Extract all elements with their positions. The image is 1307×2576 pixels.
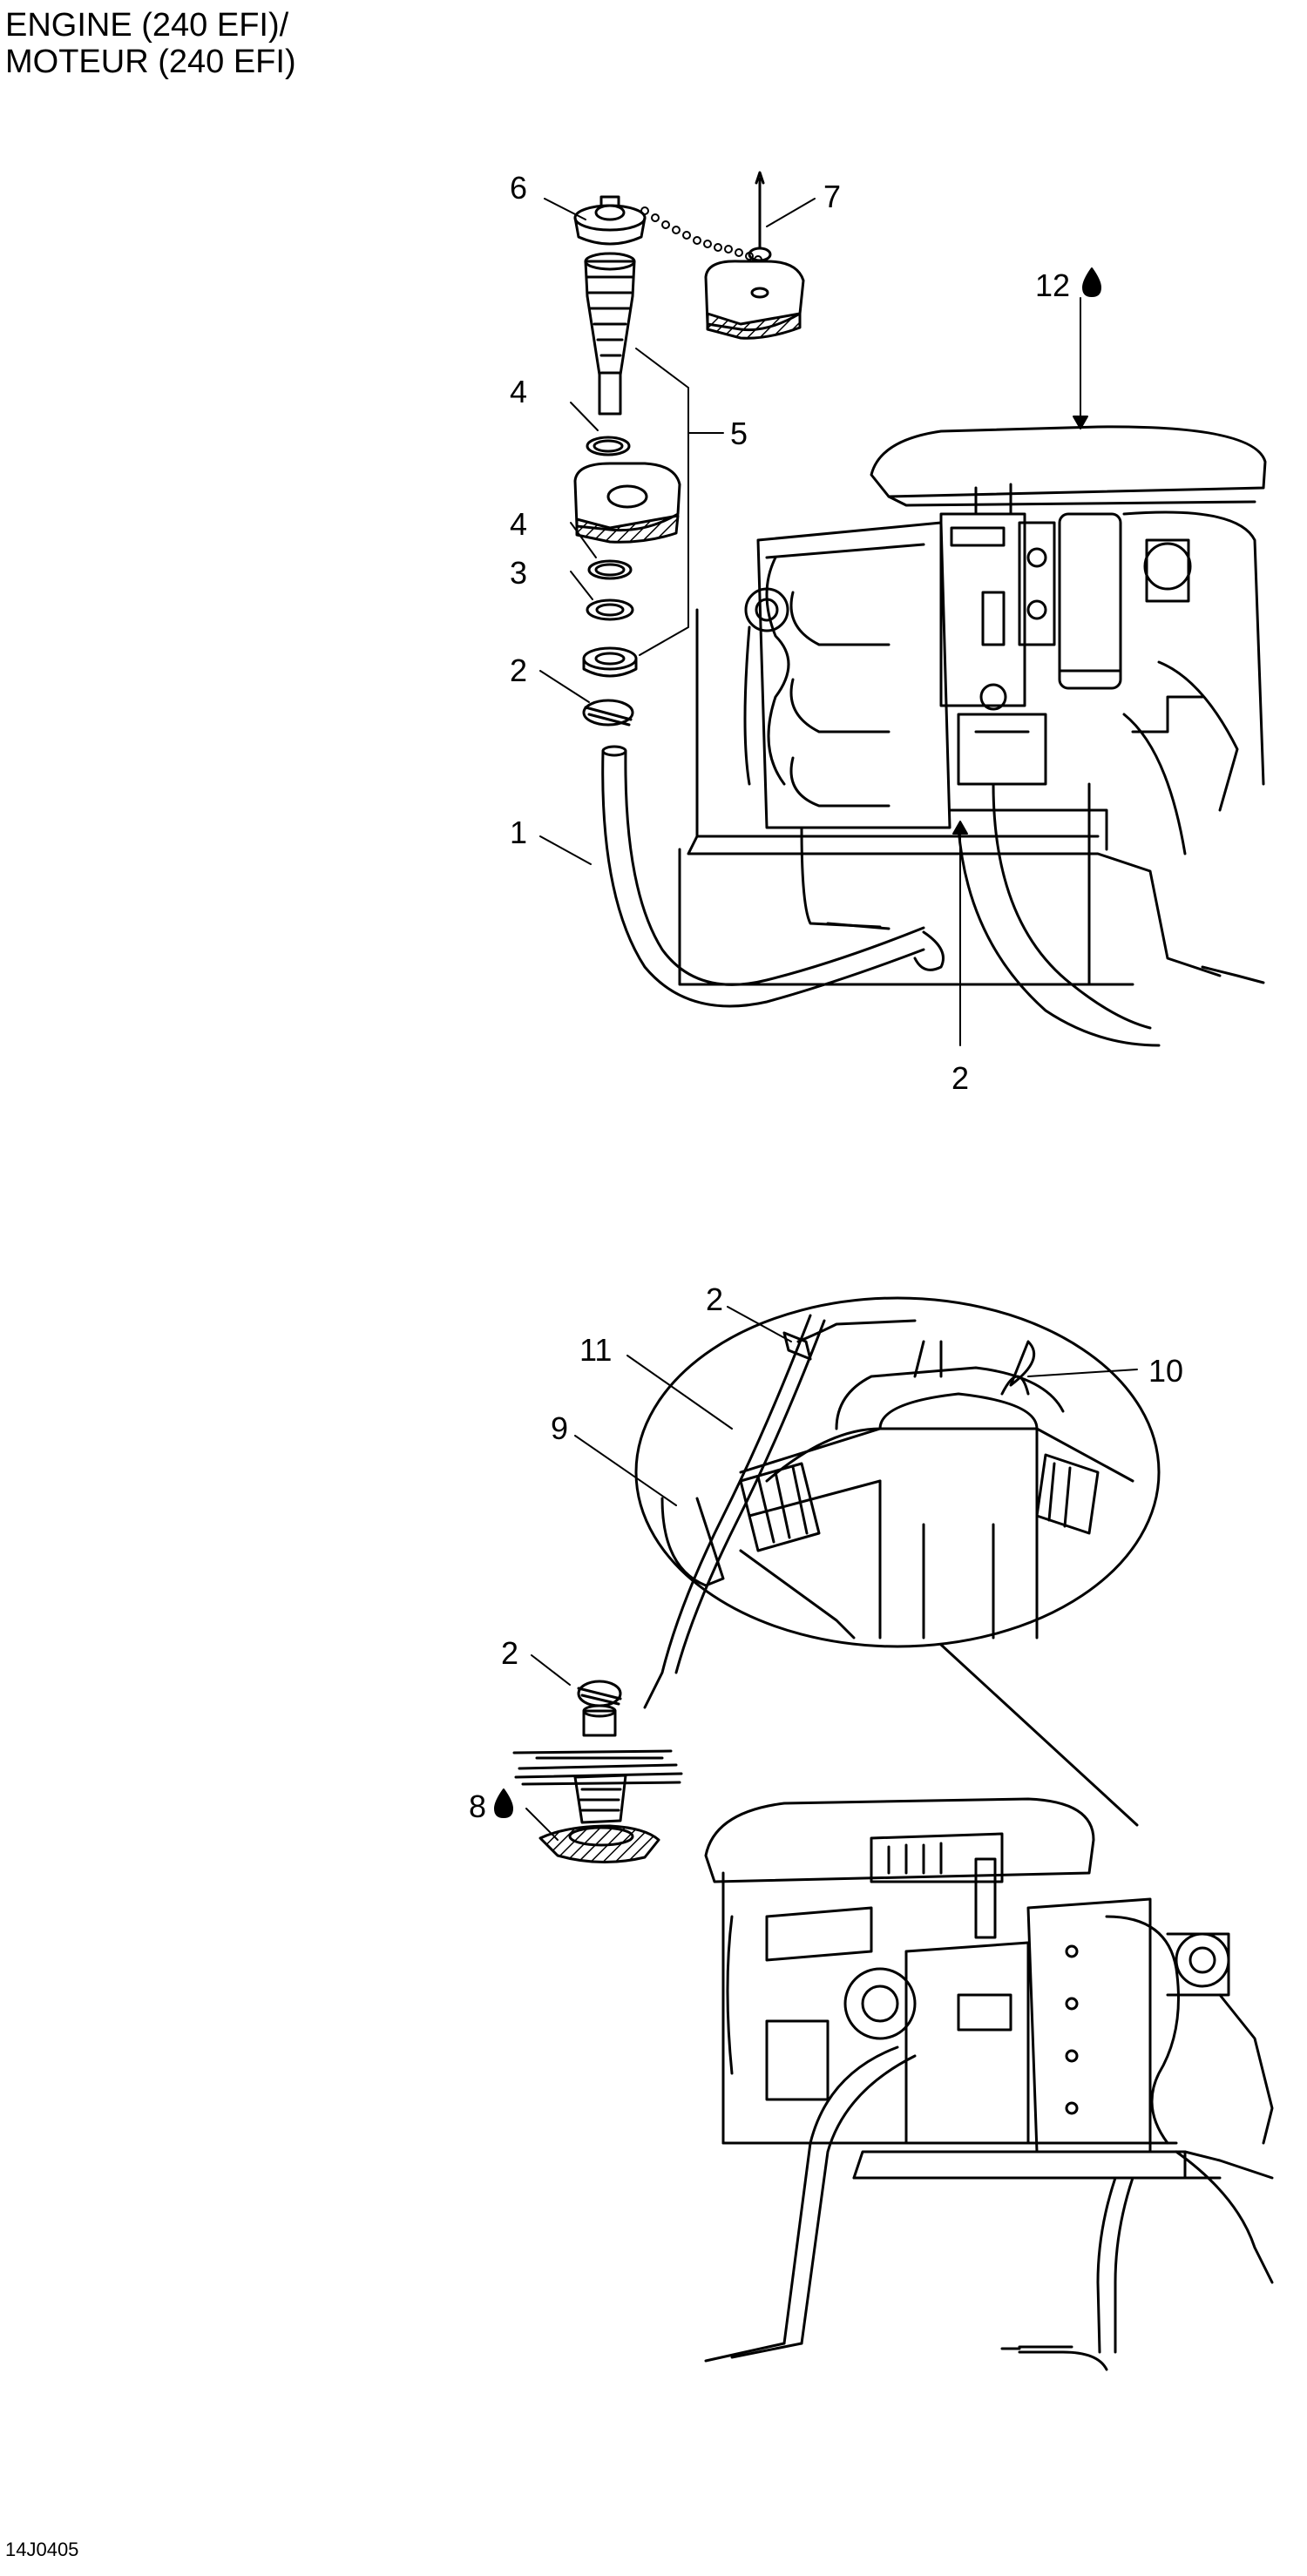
leader-lines-top <box>539 198 1088 1046</box>
clamp-and-fitting-stack <box>512 1680 683 1864</box>
callout-11: 11 <box>579 1332 612 1368</box>
retaining-pin <box>748 171 772 262</box>
callout-2-stack: 2 <box>501 1635 518 1671</box>
page-title: ENGINE (240 EFI)/ MOTEUR (240 EFI) <box>5 7 296 80</box>
engine-block-top <box>678 425 1267 1047</box>
hull-deck-section <box>704 260 805 340</box>
o-ring-upper <box>586 436 631 456</box>
drop-icon <box>1082 267 1101 297</box>
figure-code: 14J0405 <box>5 2539 79 2560</box>
callout-6: 6 <box>510 170 527 206</box>
callout-8: 8 <box>469 1788 486 1824</box>
fuel-cap <box>573 195 647 246</box>
callout-2-detail: 2 <box>706 1281 723 1317</box>
tether-chain <box>640 206 762 264</box>
hose-clamp-top <box>582 699 634 727</box>
callout-4-lower: 4 <box>510 506 527 542</box>
callout-10: 10 <box>1148 1353 1183 1389</box>
callout-4-upper: 4 <box>510 374 527 409</box>
o-ring-lower <box>587 559 633 580</box>
leader-lines-bottom <box>525 1306 1138 1841</box>
callout-5: 5 <box>730 416 748 451</box>
detail-magnifier <box>634 1296 1161 1827</box>
callout-3: 3 <box>510 555 527 591</box>
fill-hose <box>601 745 925 1008</box>
filler-neck <box>584 252 636 416</box>
callout-12: 12 <box>1035 267 1070 303</box>
engine-block-side <box>704 1797 1274 2371</box>
callout-7: 7 <box>823 179 841 214</box>
callout-2-top: 2 <box>510 652 527 688</box>
hull-section-middle <box>573 462 681 544</box>
callout-1: 1 <box>510 815 527 850</box>
callout-9: 9 <box>551 1410 568 1446</box>
washer <box>586 598 634 621</box>
title-line-french: MOTEUR (240 EFI) <box>5 44 296 80</box>
callout-2-bottom-top: 2 <box>951 1060 969 1096</box>
title-line-english: ENGINE (240 EFI)/ <box>5 7 289 44</box>
lock-nut <box>582 646 638 678</box>
drop-icon <box>494 1788 513 1818</box>
